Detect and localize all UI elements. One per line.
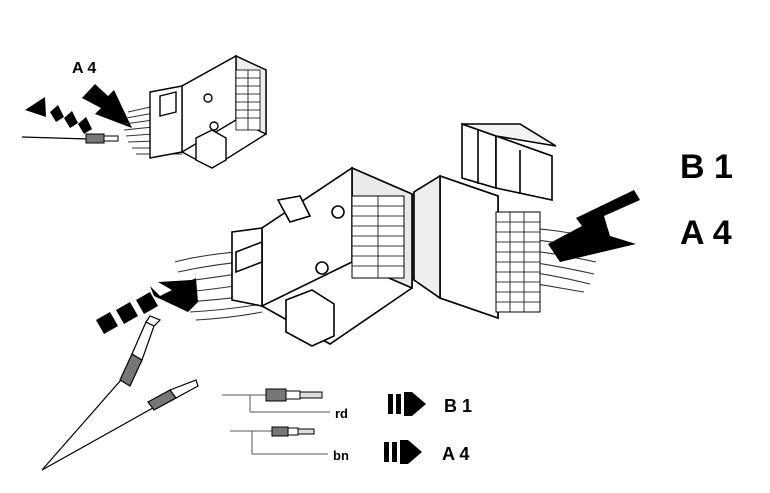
triple-arrow-icon (384, 440, 422, 464)
terminal-icon (265, 388, 323, 402)
mating-connector-view: B 1 A 4 (413, 122, 733, 320)
legend-target-a4: A 4 (442, 444, 469, 464)
small-connector-view: A 4 (21, 54, 267, 169)
large-connector-view (41, 166, 413, 471)
connector-icon (149, 54, 267, 169)
right-label-b1: B 1 (680, 148, 733, 186)
dashed-arrow-icon (96, 292, 158, 334)
dashed-arrow-icon (25, 97, 92, 134)
terminal-icon (21, 133, 119, 144)
legend-row-bn: bn A 4 (230, 426, 469, 464)
connector-icon (231, 166, 413, 347)
terminal-icon (41, 315, 199, 471)
right-label-a4: A 4 (680, 214, 732, 252)
connector-icon (413, 122, 557, 320)
arrow-icon (82, 84, 132, 128)
legend-color-rd: rd (335, 406, 348, 421)
terminal-icon (271, 426, 315, 437)
wire-color-legend: rd B 1 bn A 4 (222, 388, 472, 464)
legend-target-b1: B 1 (444, 396, 472, 416)
legend-color-bn: bn (333, 448, 349, 463)
small-view-label: A 4 (72, 60, 96, 77)
legend-row-rd: rd B 1 (222, 388, 472, 421)
triple-arrow-icon (388, 392, 426, 416)
arrow-icon (548, 190, 640, 244)
